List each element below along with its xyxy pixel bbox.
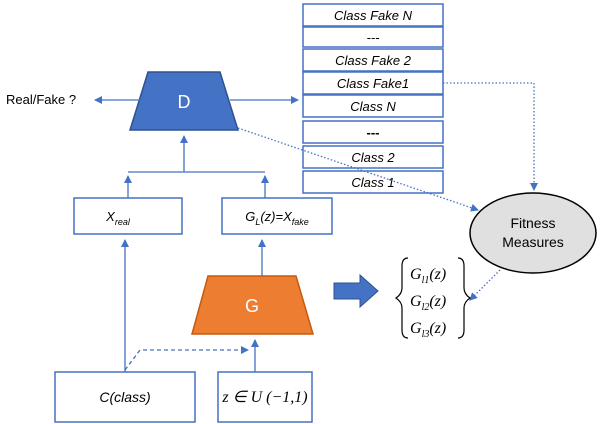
d-to-fitness-arrow <box>237 127 479 212</box>
x-real-label: Xreal <box>105 209 131 227</box>
class-box-5 <box>302 94 444 118</box>
x-real-box: Xreal <box>73 197 183 235</box>
z-input-label: z ∈ U (−1,1) <box>221 389 307 406</box>
fitness-measures: Fitness Measures <box>469 192 597 274</box>
g-fake-label: GL(z)=Xfake <box>245 209 309 227</box>
class-label-n: Class N <box>350 99 396 114</box>
class-box-6 <box>302 120 444 144</box>
output-g-l1: Gl1(z) <box>410 266 446 286</box>
c-class-box: C(class) <box>54 371 196 423</box>
class-label-fake-n: Class Fake N <box>334 8 413 23</box>
class-label-ellipsis-2: --- <box>367 125 380 140</box>
discriminator-label: D <box>178 92 191 112</box>
class-box-3 <box>302 48 444 72</box>
class-label-fake-1: Class Fake1 <box>337 76 409 91</box>
class-label-fake-2: Class Fake 2 <box>335 53 412 68</box>
class-stack: Class Fake N --- Class Fake 2 Class Fake… <box>302 3 444 194</box>
class-label-1: Class 1 <box>351 175 394 190</box>
class-label-ellipsis-1: --- <box>367 30 381 45</box>
real-fake-label: Real/Fake ? <box>6 92 76 107</box>
outputs-set: Gl1(z) Gl2(z) Gl3(z) <box>394 257 472 340</box>
output-g-l2: Gl2(z) <box>410 293 446 313</box>
big-right-arrow <box>333 273 379 309</box>
discriminator-block: D <box>128 71 240 131</box>
class-label-2: Class 2 <box>351 150 395 165</box>
fitness-to-outputs-arrow <box>469 269 501 301</box>
fitness-label-line2: Measures <box>502 234 563 250</box>
g-fake-box: GL(z)=Xfake <box>221 197 333 235</box>
class-box-2 <box>302 26 444 48</box>
class-to-g-dashed-arrow <box>124 346 249 371</box>
c-class-label: C(class) <box>99 389 150 405</box>
generator-block: G <box>191 275 315 335</box>
fitness-label-line1: Fitness <box>510 215 555 231</box>
z-input-box: z ∈ U (−1,1) <box>217 371 313 423</box>
fake1-to-fitness-arrow <box>443 82 538 191</box>
class-box-8 <box>302 170 444 194</box>
output-g-l3: Gl3(z) <box>410 320 446 340</box>
class-box-1 <box>302 3 444 27</box>
generator-label: G <box>245 296 259 316</box>
